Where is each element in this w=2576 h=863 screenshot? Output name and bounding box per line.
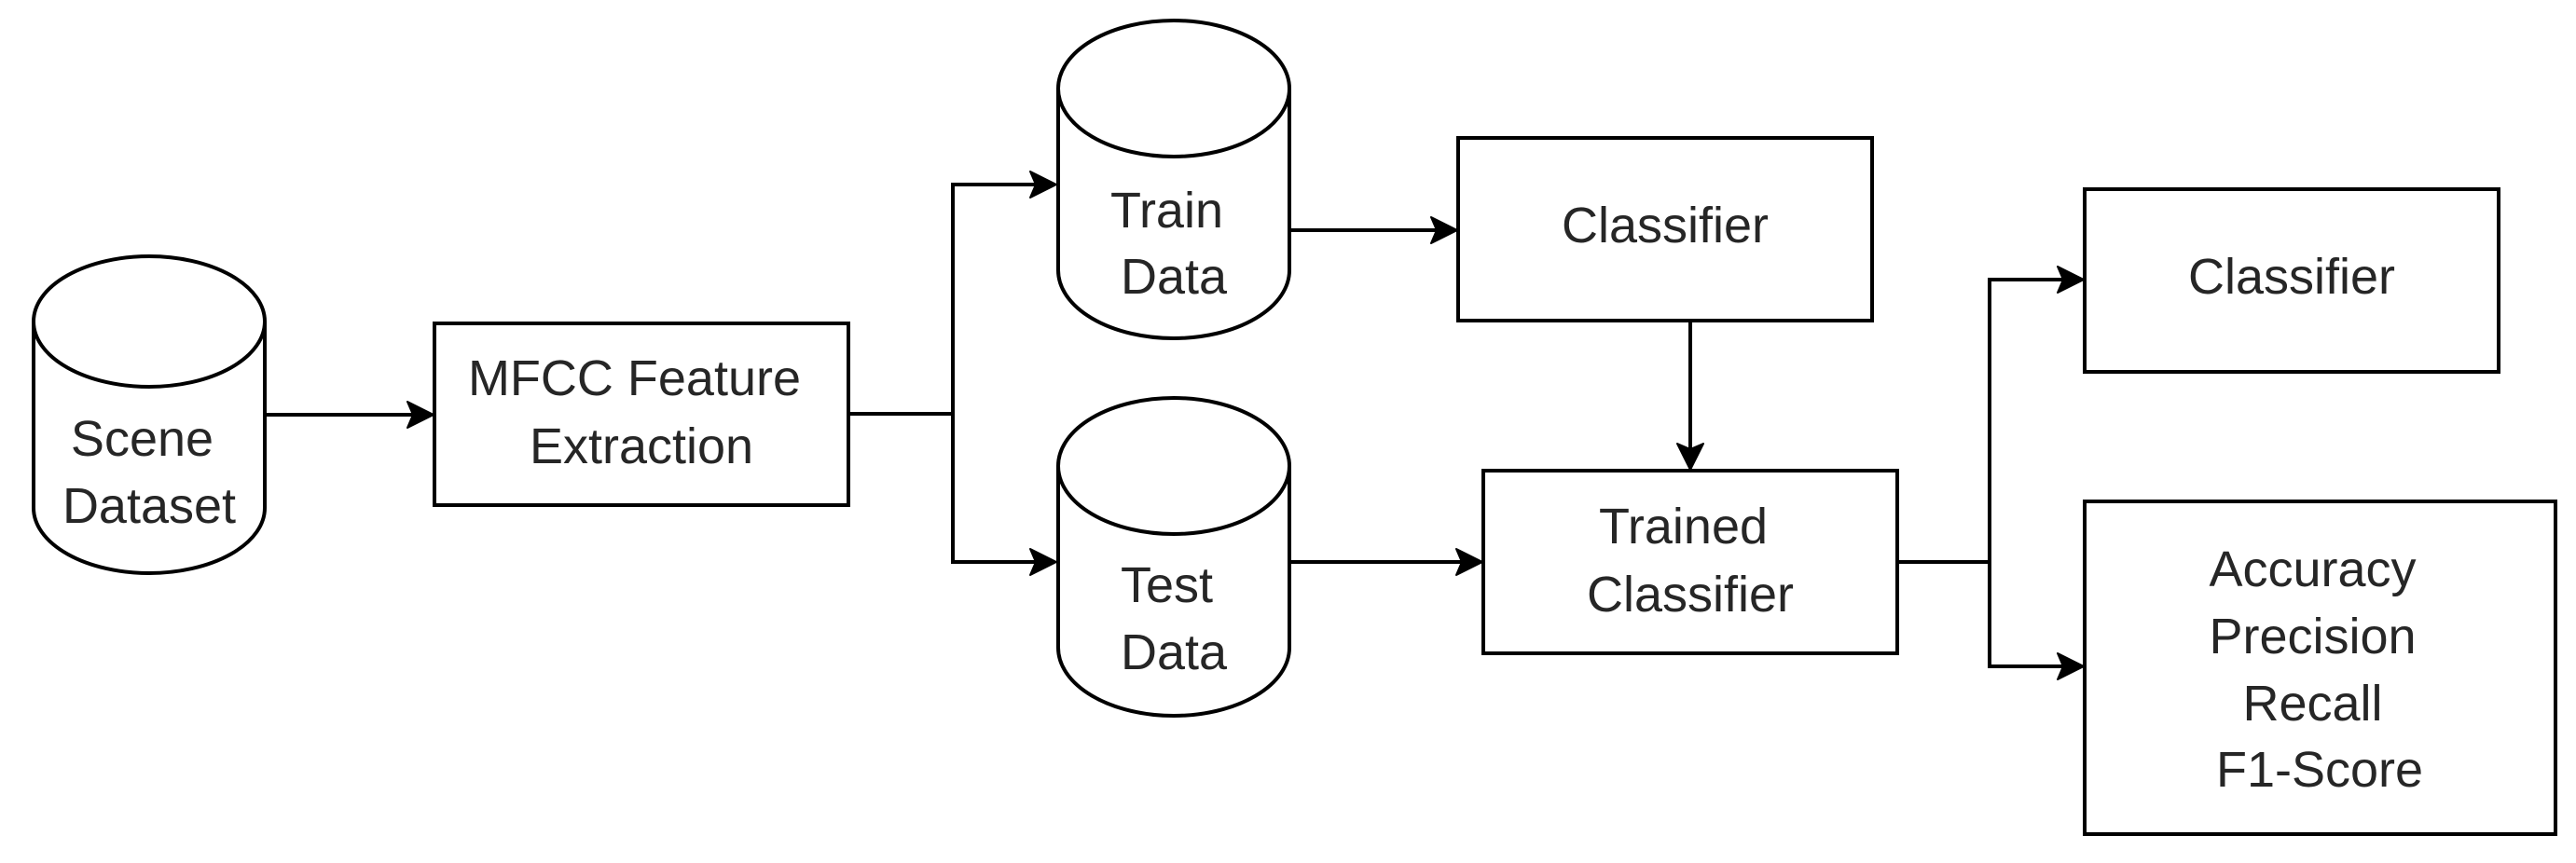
metric-precision: Precision xyxy=(2209,609,2416,664)
trained-classifier-label-line2: Classifier xyxy=(1587,567,1794,623)
metrics-box: Accuracy Precision Recall F1-Score xyxy=(2083,500,2557,836)
test-data-label-line1: Test xyxy=(1121,557,1213,613)
svg-text:Classifier: Classifier xyxy=(1562,198,1769,253)
train-data-cylinder: Train Data xyxy=(1056,19,1291,340)
test-data-label-line2: Data xyxy=(1121,624,1228,680)
trained-classifier-box: Trained Classifier xyxy=(1481,469,1899,655)
mfcc-feature-extraction-box: MFCC Feature Extraction xyxy=(433,322,850,507)
mfcc-label-line1: MFCC Feature xyxy=(468,350,801,406)
svg-text:Trained Classifier: Trained Classifier xyxy=(1587,499,1794,623)
connector-scene-to-mfcc xyxy=(265,401,434,429)
connector-train-to-classifier xyxy=(1289,216,1458,244)
connector-trained-to-classifier-right xyxy=(1897,266,2085,564)
svg-text:Train Data: Train Data xyxy=(1110,183,1237,305)
svg-text:Classifier: Classifier xyxy=(2188,249,2395,305)
classifier-top-label: Classifier xyxy=(1562,198,1769,253)
train-data-label-line1: Train xyxy=(1110,183,1223,239)
scene-dataset-label-line2: Dataset xyxy=(62,478,236,534)
scene-dataset-label-line1: Scene xyxy=(71,411,214,467)
train-data-label-line2: Data xyxy=(1121,249,1228,305)
metric-f1-score: F1-Score xyxy=(2216,742,2423,798)
mfcc-label-line2: Extraction xyxy=(530,418,753,474)
svg-text:Scene Dataset: Scene Dataset xyxy=(62,411,236,534)
scene-dataset-cylinder: Scene Dataset xyxy=(32,254,267,575)
svg-text:Test Data: Test Data xyxy=(1121,557,1228,680)
classifier-box-right: Classifier xyxy=(2083,187,2500,374)
svg-text:MFCC Feature Extraction: MFCC Feature Extraction xyxy=(468,350,815,474)
connector-test-to-trained-classifier xyxy=(1289,548,1483,576)
trained-classifier-label-line1: Trained xyxy=(1599,499,1768,555)
connector-classifier-to-trained xyxy=(1676,321,1704,471)
classifier-box-top: Classifier xyxy=(1456,136,1874,322)
metric-recall: Recall xyxy=(2242,676,2382,732)
test-data-cylinder: Test Data xyxy=(1056,396,1291,718)
connector-trained-to-metrics xyxy=(1988,562,2085,680)
connector-mfcc-to-test xyxy=(951,414,1057,576)
svg-text:Accuracy Precision: Accuracy Precision Recall F1-Score xyxy=(2209,541,2430,798)
classifier-right-label: Classifier xyxy=(2188,249,2395,305)
metric-accuracy: Accuracy xyxy=(2209,541,2416,597)
connector-mfcc-to-train xyxy=(848,171,1057,416)
